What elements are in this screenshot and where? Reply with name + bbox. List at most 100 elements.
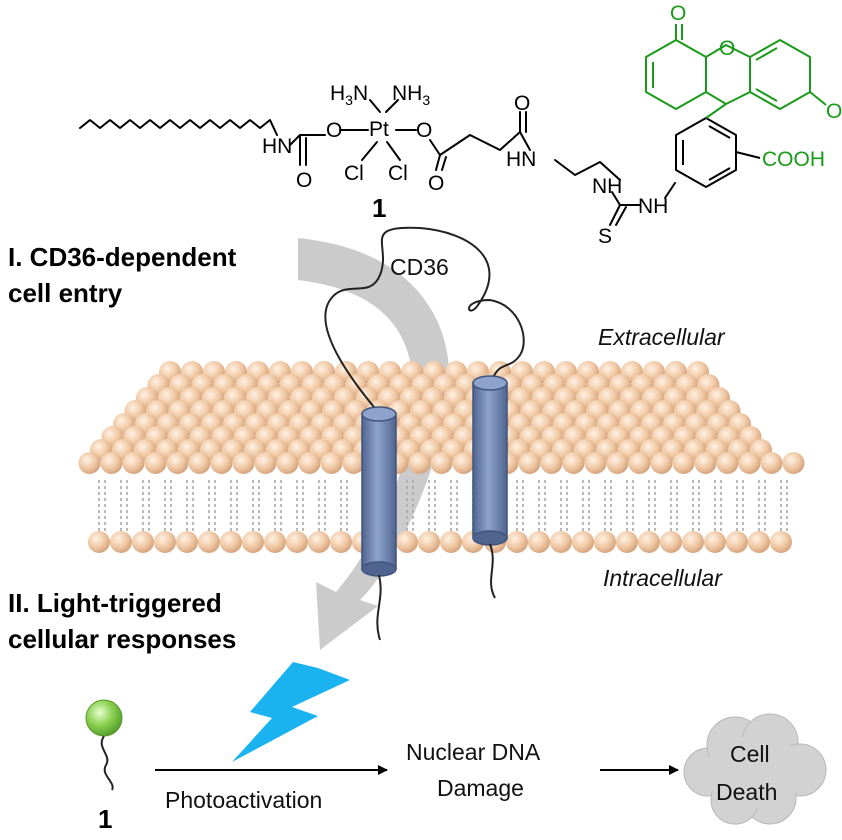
lipid-head bbox=[88, 531, 110, 553]
lipid-head bbox=[616, 531, 638, 553]
lipid-head bbox=[418, 531, 440, 553]
atom-nh-thio-lower: NH bbox=[638, 195, 668, 218]
lipid-head bbox=[308, 531, 330, 553]
compound-number-label: 1 bbox=[372, 193, 386, 223]
bond bbox=[361, 141, 378, 161]
xanthene-right-ring bbox=[749, 39, 811, 110]
lipid-head bbox=[606, 452, 629, 474]
extracellular-label: Extracellular bbox=[598, 324, 726, 350]
outcome-dna-damage-line1: Nuclear DNA bbox=[406, 739, 541, 765]
lipid-head bbox=[650, 452, 673, 474]
atom-s-thio: S bbox=[598, 225, 612, 248]
lipid-head bbox=[528, 531, 550, 553]
lipid-head bbox=[562, 452, 585, 474]
lipid-head bbox=[408, 452, 431, 474]
lipid-head bbox=[210, 452, 233, 474]
lipid-head bbox=[320, 452, 343, 474]
lipid-head bbox=[738, 452, 761, 474]
bond bbox=[809, 91, 827, 106]
lipid-head bbox=[782, 452, 805, 474]
atom-cl-right: Cl bbox=[388, 162, 408, 185]
lipid-head bbox=[264, 531, 286, 553]
bond bbox=[735, 151, 761, 159]
outcome-cell-death-line2: Death bbox=[716, 779, 777, 805]
lipid-head bbox=[506, 531, 528, 553]
lipid-head bbox=[396, 531, 418, 553]
bond bbox=[755, 88, 778, 102]
lipid-head bbox=[550, 531, 572, 553]
lipid-head bbox=[166, 452, 189, 474]
bond bbox=[385, 99, 399, 113]
atom-cooh: COOH bbox=[762, 148, 825, 171]
lipid-head bbox=[594, 531, 616, 553]
outcome-dna-damage-line2: Damage bbox=[437, 775, 524, 801]
lipid-tails bbox=[98, 480, 788, 532]
lipid-heads-lower bbox=[88, 531, 792, 553]
bond bbox=[435, 154, 441, 171]
cell-death-cloud bbox=[683, 713, 827, 825]
photoactivation-label: Photoactivation bbox=[165, 787, 322, 813]
bond bbox=[369, 99, 381, 113]
lipid-head bbox=[748, 531, 770, 553]
atom-o-left: O bbox=[326, 119, 342, 142]
lightning-bolt-icon bbox=[232, 662, 350, 762]
lipid-head bbox=[440, 531, 462, 553]
bond bbox=[519, 131, 531, 151]
lipid-head bbox=[176, 531, 198, 553]
lipid-head bbox=[154, 531, 176, 553]
lipid-head bbox=[716, 452, 739, 474]
atom-o-amide: O bbox=[514, 92, 530, 115]
atom-oh: OH bbox=[826, 100, 842, 123]
atom-o-xanthene-keto: O bbox=[670, 2, 686, 25]
lipid-head bbox=[452, 452, 475, 474]
lipid-head bbox=[220, 531, 242, 553]
atom-nh-thio-upper: NH bbox=[592, 175, 622, 198]
cd36-c-terminus bbox=[376, 574, 382, 641]
atom-pt: Pt bbox=[369, 118, 389, 141]
xanthene-left-ring bbox=[645, 39, 707, 110]
flow-compound-label: 1 bbox=[98, 804, 112, 834]
lipid-head bbox=[276, 452, 299, 474]
atom-o-ester: O bbox=[428, 172, 444, 195]
atom-nh3: NH3 bbox=[392, 82, 430, 108]
lipid-head bbox=[540, 452, 563, 474]
cd36-label: CD36 bbox=[390, 254, 449, 280]
lipid-head bbox=[100, 452, 123, 474]
bond bbox=[386, 141, 401, 161]
alkyl-chain bbox=[79, 119, 278, 136]
lipid-head bbox=[572, 531, 594, 553]
bond bbox=[708, 167, 731, 181]
atom-hn-amide: HN bbox=[506, 148, 536, 171]
bond bbox=[289, 134, 301, 146]
step2-heading-line1: II. Light-triggered bbox=[8, 588, 222, 618]
lipid-head bbox=[770, 531, 792, 553]
lipid-head bbox=[672, 452, 695, 474]
bond bbox=[611, 191, 621, 206]
compound-1-structure bbox=[79, 99, 676, 226]
lipid-head bbox=[628, 452, 651, 474]
bond bbox=[664, 182, 676, 199]
cd36-transmembrane-helix-left bbox=[361, 406, 397, 577]
lipid-head bbox=[78, 452, 101, 474]
lipid-head bbox=[342, 452, 365, 474]
lipid-head bbox=[704, 531, 726, 553]
lipid-head bbox=[232, 452, 255, 474]
bond bbox=[615, 206, 627, 226]
bond bbox=[708, 125, 731, 139]
lipid-head bbox=[584, 452, 607, 474]
atom-cl-left: Cl bbox=[344, 162, 364, 185]
lipid-head bbox=[760, 452, 783, 474]
step1-heading-line2: cell entry bbox=[8, 278, 123, 308]
bond bbox=[441, 156, 447, 171]
cd36-n-terminus bbox=[489, 543, 496, 599]
lipid-head bbox=[110, 531, 132, 553]
bond bbox=[609, 204, 621, 226]
cd36-transmembrane-helix-right bbox=[472, 375, 508, 546]
lipid-head bbox=[298, 452, 321, 474]
bond bbox=[755, 47, 778, 61]
lipid-head bbox=[122, 452, 145, 474]
cd36-extracellular-loop bbox=[324, 226, 525, 413]
atom-o-xanthene-ring: O bbox=[719, 37, 735, 60]
atom-o-carbonyl-left: O bbox=[296, 169, 312, 192]
